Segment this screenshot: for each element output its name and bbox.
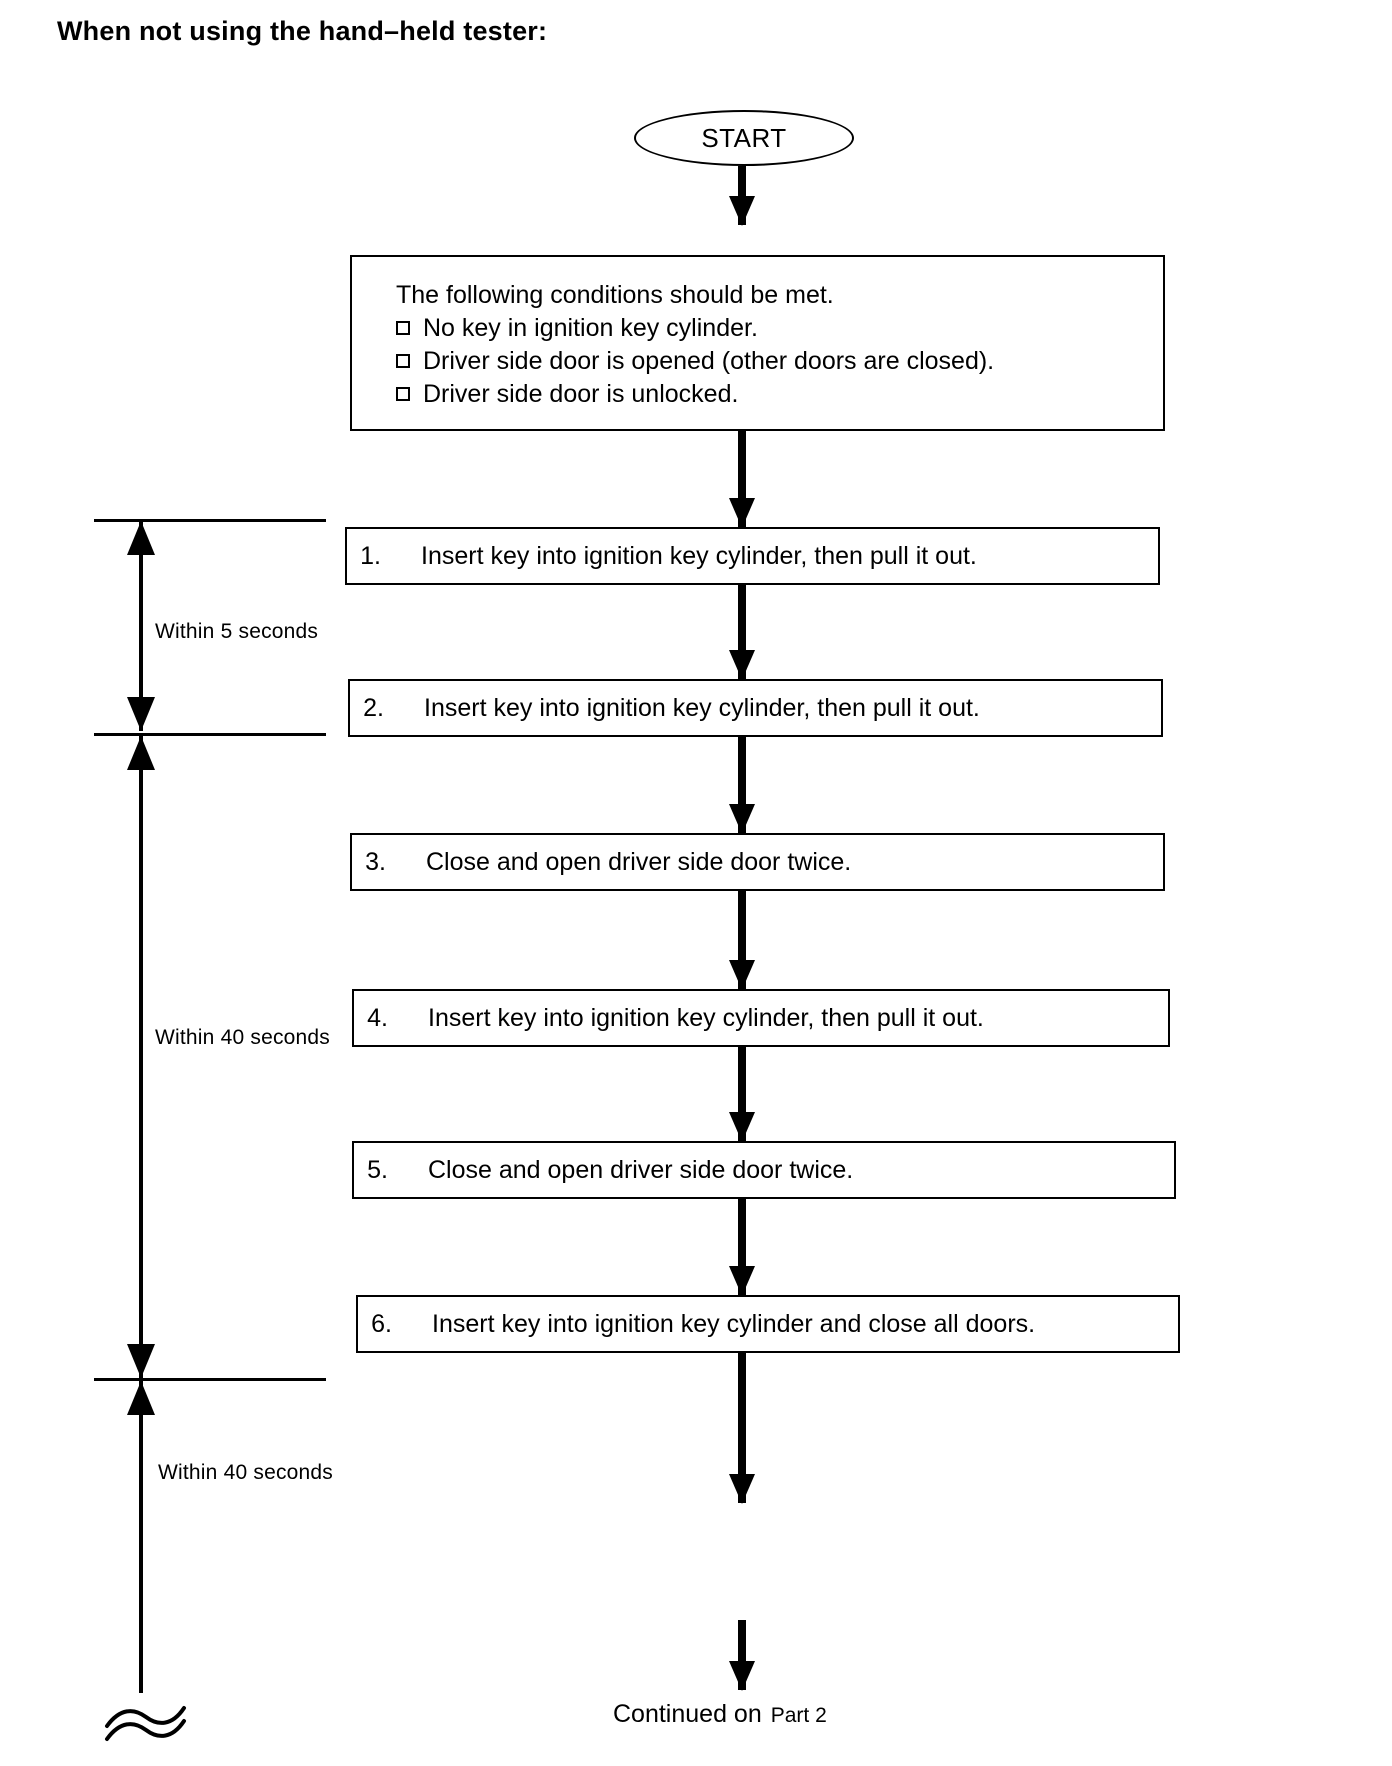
timing-tick-top xyxy=(94,519,326,522)
timing-bracket-1-arrow-down-icon xyxy=(127,697,155,731)
step-2-number: 2. xyxy=(363,693,384,722)
timing-bracket-3-line xyxy=(139,1381,143,1693)
timing-bracket-2-arrow-down-icon xyxy=(127,1344,155,1378)
step-6-text: Insert key into ignition key cylinder an… xyxy=(432,1309,1036,1338)
connector-arrow-step-4-to-step-5 xyxy=(738,1047,746,1141)
page-title: When not using the hand–held tester: xyxy=(57,16,548,46)
timing-bracket-2-label: Within 40 seconds xyxy=(155,1026,330,1049)
break-squiggle-icon xyxy=(104,1692,188,1749)
continued-footer: Continued on Part 2 xyxy=(613,1700,827,1729)
conditions-heading: The following conditions should be met. xyxy=(396,281,834,309)
continued-target-label: Part 2 xyxy=(770,1704,827,1727)
connector-arrow-step-5-to-step-6 xyxy=(738,1199,746,1295)
step-6-number: 6. xyxy=(371,1309,392,1338)
connector-arrow-conditions-to-step-1 xyxy=(738,431,746,527)
step-5-number: 5. xyxy=(367,1155,388,1184)
connector-arrow-step-6-to-footer xyxy=(738,1353,746,1503)
connector-arrow-start-to-conditions xyxy=(738,166,746,225)
condition-item-2: Driver side door is opened (other doors … xyxy=(396,345,1163,378)
step-box-6: 6. Insert key into ignition key cylinder… xyxy=(356,1295,1180,1353)
step-box-1: 1. Insert key into ignition key cylinder… xyxy=(345,527,1160,585)
condition-item-3: Driver side door is unlocked. xyxy=(396,378,1163,411)
step-1-text: Insert key into ignition key cylinder, t… xyxy=(421,541,977,570)
timing-bracket-1-line xyxy=(139,521,143,731)
step-box-2: 2. Insert key into ignition key cylinder… xyxy=(348,679,1163,737)
start-node: START xyxy=(634,110,854,166)
checkbox-icon xyxy=(396,321,410,335)
conditions-box: The following conditions should be met. … xyxy=(350,255,1165,431)
timing-bracket-2-line xyxy=(139,736,143,1378)
checkbox-icon xyxy=(396,387,410,401)
step-box-5: 5. Close and open driver side door twice… xyxy=(352,1141,1176,1199)
condition-item-2-label: Driver side door is opened (other doors … xyxy=(423,347,995,375)
step-4-text: Insert key into ignition key cylinder, t… xyxy=(428,1003,984,1032)
timing-bracket-3-arrow-up-icon xyxy=(127,1381,155,1415)
connector-arrow-step-1-to-step-2 xyxy=(738,585,746,679)
condition-item-1-label: No key in ignition key cylinder. xyxy=(423,314,758,342)
step-box-3: 3. Close and open driver side door twice… xyxy=(350,833,1165,891)
timing-tick-middle xyxy=(94,733,326,736)
condition-item-1: No key in ignition key cylinder. xyxy=(396,312,1163,345)
connector-arrow-step-3-to-step-4 xyxy=(738,891,746,989)
timing-bracket-2-arrow-up-icon xyxy=(127,736,155,770)
timing-bracket-1-arrow-up-icon xyxy=(127,521,155,555)
step-4-number: 4. xyxy=(367,1003,388,1032)
step-2-text: Insert key into ignition key cylinder, t… xyxy=(424,693,980,722)
timing-bracket-1-label: Within 5 seconds xyxy=(155,620,319,643)
start-node-label: START xyxy=(701,122,787,153)
step-5-text: Close and open driver side door twice. xyxy=(428,1155,854,1184)
condition-item-3-label: Driver side door is unlocked. xyxy=(423,380,739,408)
connector-arrow-to-continued xyxy=(738,1620,746,1690)
connector-arrow-step-2-to-step-3 xyxy=(738,737,746,833)
continued-label: Continued on xyxy=(613,1700,762,1728)
timing-tick-bottom xyxy=(94,1378,326,1381)
step-box-4: 4. Insert key into ignition key cylinder… xyxy=(352,989,1170,1047)
step-1-number: 1. xyxy=(360,541,381,570)
step-3-text: Close and open driver side door twice. xyxy=(426,847,852,876)
checkbox-icon xyxy=(396,354,410,368)
step-3-number: 3. xyxy=(365,847,386,876)
timing-bracket-3-label: Within 40 seconds xyxy=(158,1461,333,1484)
